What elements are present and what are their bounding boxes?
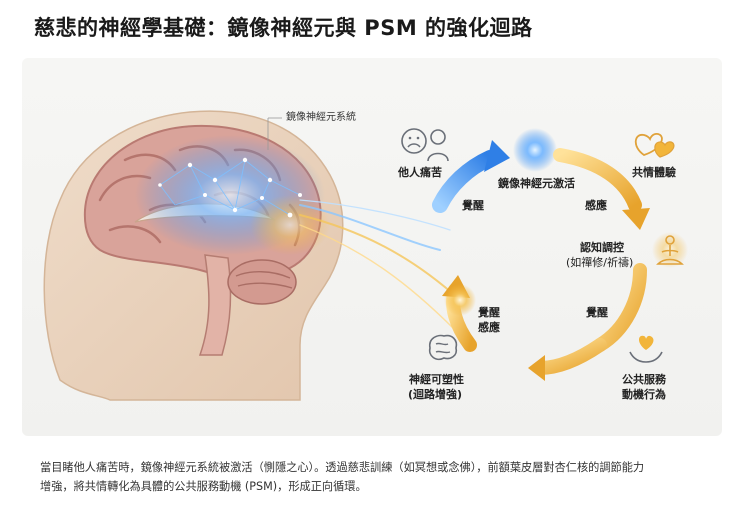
hearts-icon — [630, 125, 678, 169]
arrow-label-awaken-right: 覺醒 — [586, 306, 608, 319]
caption-line-2: 增強，將共情轉化為具體的公共服務動機 (PSM)，形成正向循環。 — [40, 480, 367, 493]
node-plasticity-1: 神經可塑性 — [409, 373, 464, 386]
neural-strands — [299, 199, 461, 331]
node-cognitive-regulation: 認知調控 — [580, 241, 624, 254]
node-public-service-1: 公共服務 — [622, 373, 666, 386]
page-title: 慈悲的神經學基礎：鏡像神經元與 PSM 的強化迴路 — [34, 16, 533, 40]
brain-illustration — [83, 124, 330, 356]
node-empathy: 共情體驗 — [632, 166, 676, 179]
arrow-label-feel-left: 感應 — [478, 321, 500, 334]
arrow-label-awaken-left: 覺醒 — [478, 306, 500, 319]
node-suffering: 他人痛苦 — [398, 166, 442, 179]
node-plasticity-2: (迴路增強) — [408, 388, 463, 401]
meditation-icon — [648, 230, 692, 278]
brain-region-label: 鏡像神經元系統 — [286, 112, 356, 123]
brain-icon — [422, 330, 462, 370]
arrow-label-awaken-top: 覺醒 — [462, 199, 484, 212]
cycle-arrows — [432, 128, 650, 381]
caption-line-1: 當目睹他人痛苦時，鏡像神經元系統被激活（惻隱之心）。透過慈悲訓練（如冥想或念佛）… — [40, 461, 645, 474]
node-mirror-activation: 鏡像神經元激活 — [498, 177, 575, 190]
caption: 當目睹他人痛苦時，鏡像神經元系統被激活（惻隱之心）。透過慈悲訓練（如冥想或念佛）… — [40, 458, 710, 496]
node-public-service-2: 動機行為 — [622, 388, 666, 401]
sad-faces-icon — [396, 125, 456, 169]
hands-heart-icon — [626, 330, 666, 372]
arrow-label-feel-top: 感應 — [585, 199, 607, 212]
node-cognitive-example: (如禪修/祈禱) — [566, 256, 634, 269]
